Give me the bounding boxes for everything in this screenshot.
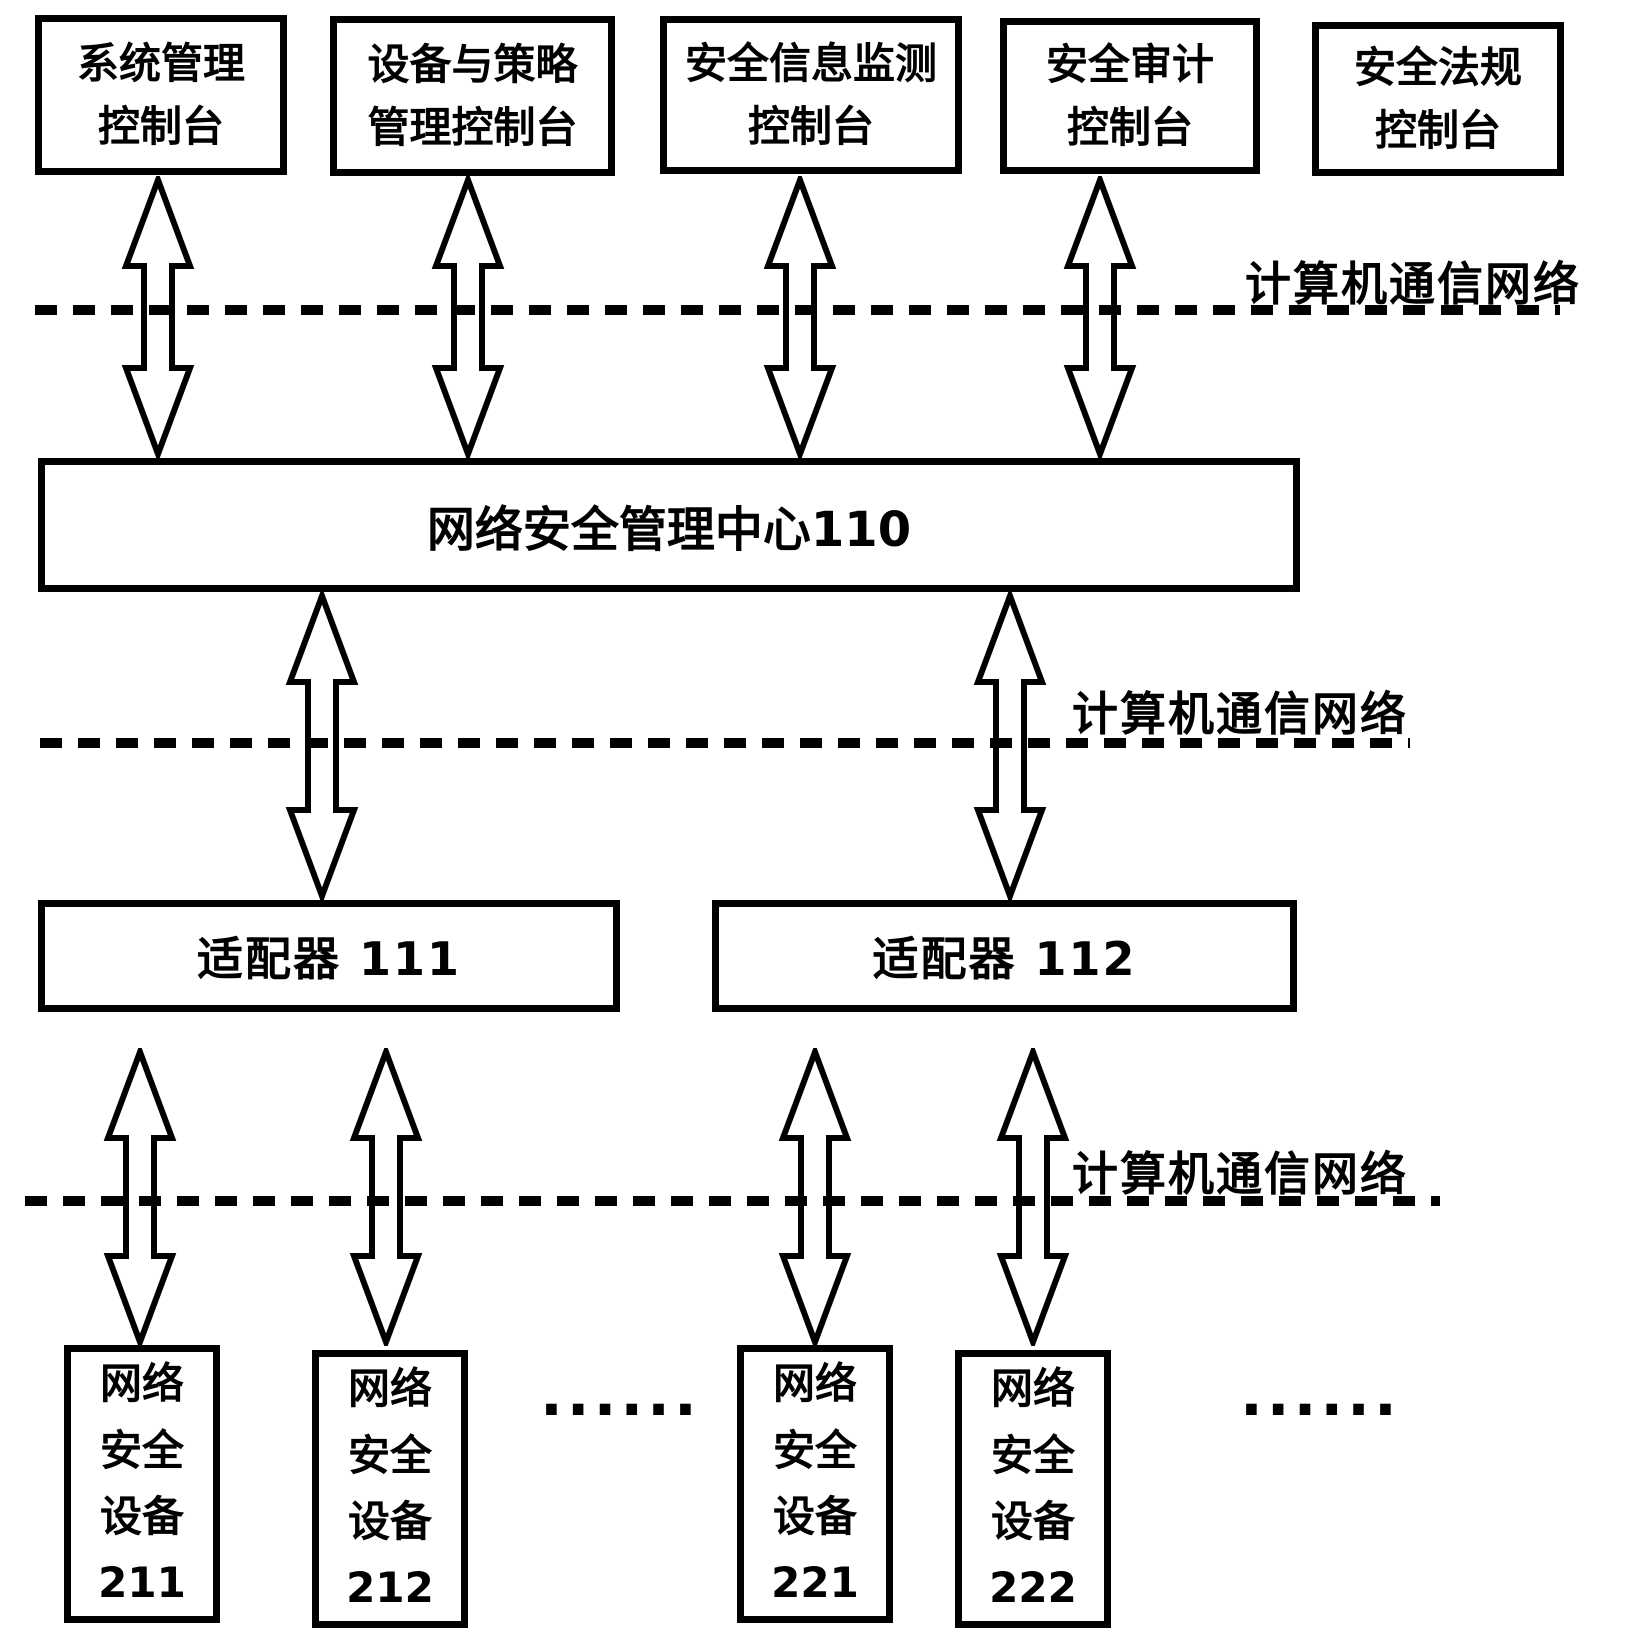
device-label-line: 安全 [347, 1430, 432, 1480]
device-label-line: 网络 [772, 1359, 857, 1409]
console-box-security-regulations: 安全法规 控制台 [1312, 22, 1564, 176]
console-box-system-management: 系统管理 控制台 [35, 15, 287, 175]
device-label-line: 221 [771, 1558, 859, 1608]
network-label: 计算机通信网络 [1072, 1147, 1408, 1201]
console-label-line: 控制台 [747, 102, 874, 151]
device-label-line: 网络 [347, 1364, 432, 1414]
device-box-211: 网络 安全 设备 211 [64, 1345, 220, 1623]
console-label-line: 设备与策略 [367, 40, 578, 89]
network-label: 计算机通信网络 [1245, 257, 1581, 311]
console-label-line: 安全信息监测 [684, 39, 937, 88]
adapter-label: 适配器 112 [872, 932, 1137, 986]
device-label-line: 设备 [990, 1497, 1075, 1546]
double-arrow-icon [1063, 176, 1137, 458]
console-label-line: 控制台 [97, 102, 224, 151]
console-box-security-audit: 安全审计 控制台 [1000, 18, 1260, 174]
ellipsis-more-devices: ...... [540, 1360, 701, 1430]
device-label-line: 网络 [990, 1364, 1075, 1414]
double-arrow-icon [431, 176, 505, 458]
device-label-line: 安全 [990, 1430, 1075, 1480]
device-label-line: 212 [346, 1563, 434, 1613]
device-label-line: 网络 [99, 1359, 184, 1409]
console-label-line: 控制台 [1066, 103, 1193, 152]
console-box-device-policy: 设备与策略 管理控制台 [330, 16, 615, 176]
management-center-label: 网络安全管理中心110 [426, 502, 912, 558]
device-box-221: 网络 安全 设备 221 [737, 1345, 893, 1623]
device-box-212: 网络 安全 设备 212 [312, 1350, 468, 1628]
double-arrow-icon [763, 176, 837, 458]
adapter-box-112: 适配器 112 [712, 900, 1297, 1012]
console-label-line: 控制台 [1374, 106, 1501, 155]
network-boundary-line [35, 305, 1560, 315]
console-label-line: 安全审计 [1045, 40, 1214, 89]
management-center-box: 网络安全管理中心110 [38, 458, 1300, 592]
device-label-line: 211 [98, 1558, 186, 1608]
device-label-line: 安全 [772, 1425, 857, 1475]
device-label-line: 设备 [99, 1492, 184, 1541]
network-boundary-line [25, 1196, 1440, 1206]
adapter-label: 适配器 111 [196, 932, 462, 986]
adapter-box-111: 适配器 111 [38, 900, 620, 1012]
device-label-line: 设备 [772, 1492, 857, 1541]
console-label-line: 安全法规 [1353, 43, 1522, 92]
console-box-security-info-monitor: 安全信息监测 控制台 [660, 16, 962, 174]
console-label-line: 系统管理 [76, 39, 245, 88]
console-label-line: 管理控制台 [367, 103, 578, 152]
device-label-line: 安全 [99, 1425, 184, 1475]
device-box-222: 网络 安全 设备 222 [955, 1350, 1111, 1628]
device-label-line: 222 [989, 1563, 1077, 1613]
device-label-line: 设备 [347, 1497, 432, 1546]
double-arrow-icon [121, 176, 195, 458]
ellipsis-more-devices: ...... [1240, 1360, 1401, 1430]
network-boundary-line [40, 738, 1410, 748]
network-label: 计算机通信网络 [1072, 687, 1408, 741]
